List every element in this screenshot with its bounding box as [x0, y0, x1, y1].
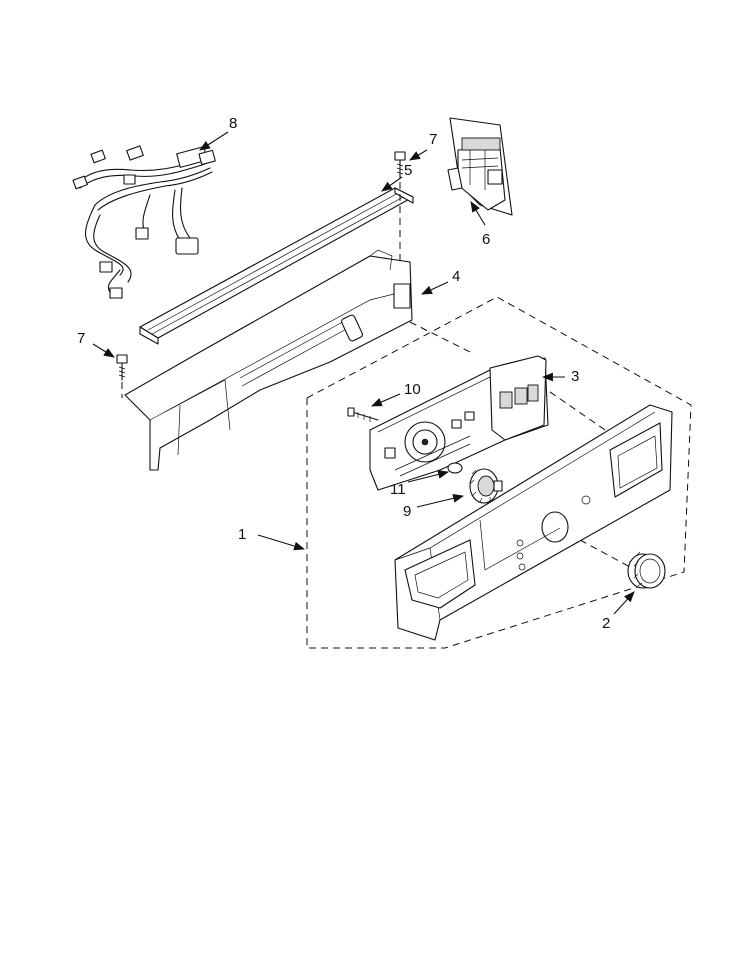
callout-11: 11 — [390, 481, 406, 498]
callout-3: 3 — [571, 368, 579, 385]
control-module — [447, 117, 513, 216]
console-bracket — [124, 249, 413, 471]
ui-control-board — [369, 355, 549, 491]
callout-1: 1 — [238, 526, 246, 543]
console-assembly-envelope — [306, 296, 692, 649]
encoder-gear — [469, 468, 503, 504]
callout-labels: 8 7 5 6 4 7 10 3 11 9 1 2 — [77, 115, 610, 632]
screw-left — [116, 354, 128, 381]
callout-6: 6 — [482, 231, 490, 248]
screw-top — [394, 151, 406, 179]
wire-harness — [72, 145, 216, 299]
callout-10: 10 — [404, 381, 421, 398]
screw-board — [347, 407, 379, 422]
callout-7-left: 7 — [77, 330, 85, 347]
washer — [447, 462, 463, 474]
callout-2: 2 — [602, 615, 610, 632]
callout-arrows — [92, 131, 635, 615]
bracket-channel — [139, 187, 414, 345]
callout-8: 8 — [229, 115, 237, 132]
control-knob — [627, 551, 666, 589]
callout-4: 4 — [452, 268, 460, 285]
callout-7-top: 7 — [429, 131, 437, 148]
callout-9: 9 — [403, 503, 411, 520]
callout-5: 5 — [404, 162, 412, 179]
console-panel — [394, 404, 673, 641]
